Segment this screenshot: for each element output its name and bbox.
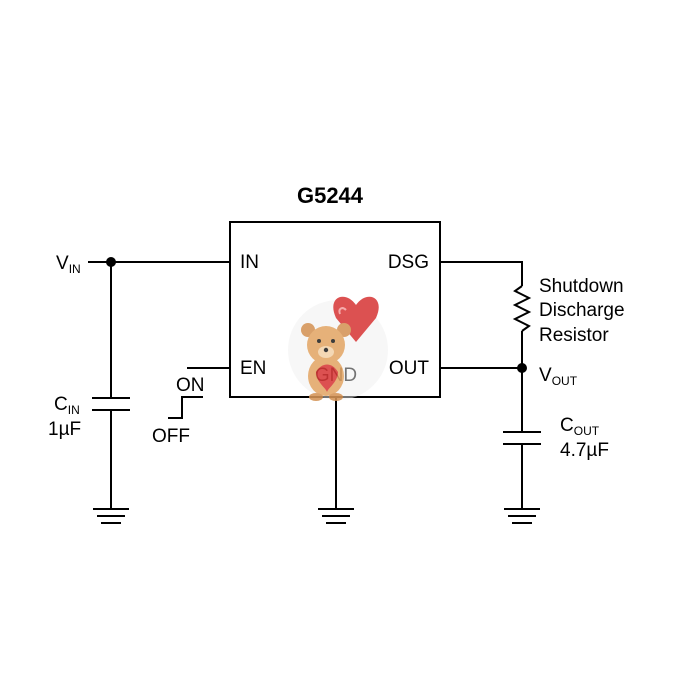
- pin-dsg-label: DSG: [388, 252, 429, 273]
- en-step-signal: [168, 396, 203, 419]
- cout-value: 4.7µF: [560, 440, 609, 461]
- cout-ground-symbol: [504, 508, 540, 524]
- cout-label: COUT: [560, 415, 600, 438]
- ic-name: G5244: [297, 183, 364, 208]
- pin-in-label: IN: [240, 252, 259, 273]
- cin-value: 1µF: [48, 419, 81, 440]
- resistor-label-line2: Discharge: [539, 300, 625, 321]
- en-on-label: ON: [176, 375, 205, 396]
- pin-en-label: EN: [240, 358, 266, 379]
- en-off-label: OFF: [152, 426, 190, 447]
- vin-label: VIN: [56, 253, 81, 276]
- teddy-bear-watermark: [288, 296, 388, 401]
- pin-out-label: OUT: [389, 358, 430, 379]
- dsg-wire: [440, 261, 523, 286]
- cin-label: CIN: [54, 394, 80, 417]
- vout-label: VOUT: [539, 365, 578, 388]
- cin-ground-symbol: [93, 508, 129, 524]
- discharge-resistor: [512, 285, 532, 332]
- ic-ground-symbol: [318, 508, 354, 524]
- resistor-label-line1: Shutdown: [539, 276, 624, 297]
- resistor-label-line3: Resistor: [539, 325, 609, 346]
